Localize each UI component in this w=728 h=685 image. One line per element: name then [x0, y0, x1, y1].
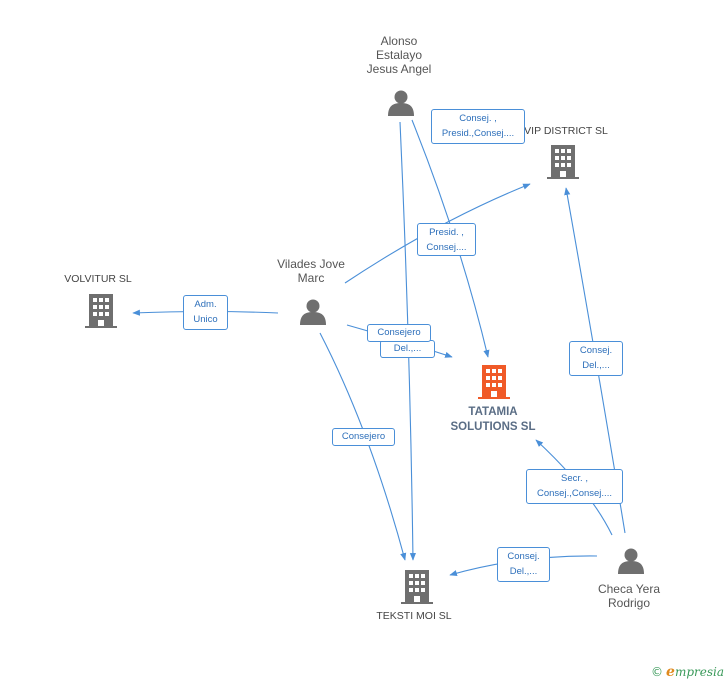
edge-label-vilades-tatamia[interactable]: Consejero — [367, 324, 431, 342]
edge-label-vilades-tatamia-del[interactable]: Del.,... — [380, 340, 435, 358]
person-icon[interactable] — [388, 90, 414, 117]
edge-label-vilades-teksti[interactable]: Consejero — [332, 428, 395, 446]
edge-label-vilades-volvitur[interactable]: Adm. Unico — [183, 295, 228, 330]
person-icon[interactable] — [300, 299, 326, 326]
edge-label-checa-vip[interactable]: Consej. Del.,... — [569, 341, 623, 376]
edge-label-alonso-vip[interactable]: Consej. , Presid.,Consej.... — [431, 109, 525, 144]
company-label-volvitur[interactable]: VOLVITUR SL — [64, 273, 132, 285]
building-icon[interactable] — [85, 294, 117, 328]
building-icon[interactable] — [401, 570, 433, 604]
brand-logo-initial: e — [666, 664, 675, 680]
company-label-teksti[interactable]: TEKSTI MOI SL — [376, 610, 452, 622]
edge-vilades-teksti — [319, 332, 407, 561]
edge-label-vilades-vip[interactable]: Presid. , Consej.... — [417, 223, 476, 256]
edges — [132, 119, 626, 577]
person-label-alonso[interactable]: Alonso Estalayo Jesus Angel — [366, 34, 432, 76]
person-label-checa[interactable]: Checa Yera Rodrigo — [597, 582, 661, 610]
building-icon[interactable] — [478, 365, 510, 399]
brand-watermark: ©empresia — [651, 664, 724, 680]
person-icon[interactable] — [618, 548, 644, 575]
brand-logo-text: mpresia — [674, 665, 724, 679]
copyright-icon: © — [651, 665, 664, 679]
person-label-vilades[interactable]: Vilades Jove Marc — [277, 257, 345, 285]
company-label-vip[interactable]: VIP DISTRICT SL — [524, 125, 608, 137]
building-icon[interactable] — [547, 145, 579, 179]
company-label-tatamia[interactable]: TATAMIA SOLUTIONS SL — [450, 406, 536, 433]
edge-label-checa-teksti[interactable]: Consej. Del.,... — [497, 547, 550, 582]
edge-label-checa-tatamia[interactable]: Secr. , Consej.,Consej.... — [526, 469, 623, 504]
